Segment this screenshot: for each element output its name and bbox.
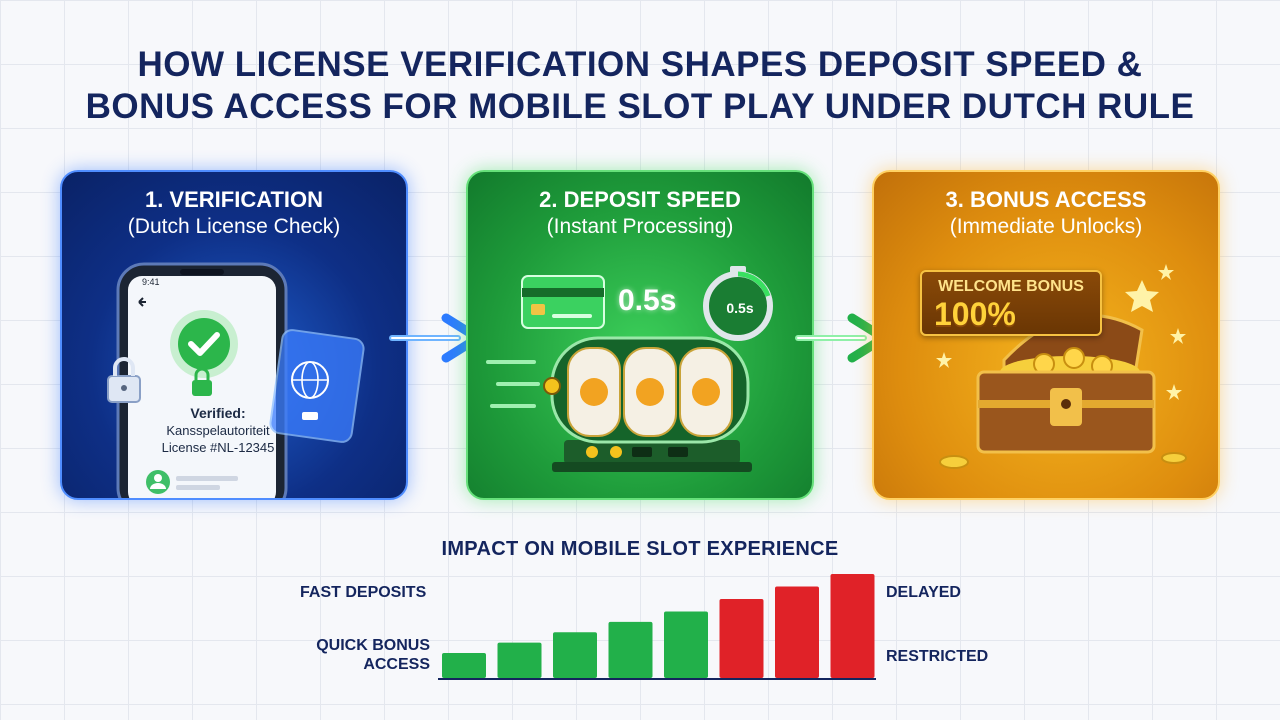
- impact-bar-chart: [438, 574, 876, 680]
- right-label-delayed: DELAYED: [886, 584, 961, 601]
- infographic-title: HOW LICENSE VERIFICATION SHAPES DEPOSIT …: [0, 44, 1280, 128]
- title-line-2: BONUS ACCESS FOR MOBILE SLOT PLAY UNDER …: [85, 87, 1195, 126]
- chart-bar-6: [719, 598, 764, 678]
- verified-label: Verified:: [190, 405, 246, 421]
- license-number: License #NL-12345: [161, 440, 275, 455]
- globe-icon: [269, 329, 365, 443]
- star-icon: [936, 264, 1186, 400]
- slot-machine-icon: [486, 336, 752, 472]
- bonus-access-panel: 3. BONUS ACCESS (Immediate Unlocks) WELC…: [872, 170, 1220, 500]
- verification-panel: 1. VERIFICATION (Dutch License Check) 9:…: [60, 170, 408, 500]
- treasure-chest-icon: [939, 314, 1187, 469]
- bonus-illustration: [936, 264, 1187, 469]
- authority-label: Kansspelautoriteit: [166, 423, 270, 438]
- padlock-icon: [107, 357, 141, 403]
- chart-bar-7: [775, 586, 819, 678]
- welcome-bonus-banner: WELCOME BONUS 100%: [920, 270, 1102, 336]
- deposit-speed-value: 0.5s: [618, 284, 677, 317]
- chart-title: IMPACT ON MOBILE SLOT EXPERIENCE: [441, 538, 839, 560]
- deposit-heading: 2. DEPOSIT SPEED (Instant Processing): [468, 186, 812, 240]
- chart-bar-2: [497, 642, 542, 678]
- deposit-illustration: [486, 266, 773, 472]
- deposit-title: 2. DEPOSIT SPEED: [539, 187, 741, 212]
- bonus-title: 3. BONUS ACCESS: [945, 187, 1147, 212]
- chart-bar-3: [553, 632, 597, 678]
- bonus-subtitle: (Immediate Unlocks): [949, 215, 1143, 238]
- verification-subtitle: (Dutch License Check): [127, 215, 341, 238]
- credit-card-icon: [521, 275, 605, 329]
- check-icon: [170, 310, 238, 378]
- bonus-heading: 3. BONUS ACCESS (Immediate Unlocks): [874, 186, 1218, 240]
- verification-heading: 1. VERIFICATION (Dutch License Check): [62, 186, 406, 240]
- left-label-quick-bonus: QUICK BONUS ACCESS: [316, 637, 430, 673]
- chart-bar-5: [664, 611, 708, 678]
- deposit-speed-panel: 2. DEPOSIT SPEED (Instant Processing): [466, 170, 814, 500]
- timer-value: 0.5s: [726, 300, 754, 316]
- verification-illustration: 9:41: [107, 262, 365, 498]
- deposit-subtitle: (Instant Processing): [546, 215, 734, 238]
- svg-text:9:41: 9:41: [142, 277, 160, 287]
- title-line-1: HOW LICENSE VERIFICATION SHAPES DEPOSIT …: [137, 45, 1143, 84]
- chart-bar-1: [442, 653, 486, 678]
- license-info: Verified: Kansspelautoriteit License #NL…: [148, 405, 288, 456]
- user-icon: [146, 470, 238, 494]
- verification-title: 1. VERIFICATION: [144, 187, 324, 212]
- bonus-percentage: 100%: [934, 296, 1016, 332]
- small-lock-icon: [192, 367, 212, 396]
- back-arrow-icon: [138, 297, 146, 307]
- chart-bar-4: [608, 621, 653, 678]
- welcome-bonus-label: WELCOME BONUS: [938, 278, 1084, 295]
- left-label-fast-deposits: FAST DEPOSITS: [300, 584, 427, 601]
- chart-bar-8: [830, 574, 875, 678]
- stopwatch-icon: [703, 266, 773, 341]
- right-label-restricted: RESTRICTED: [886, 648, 989, 665]
